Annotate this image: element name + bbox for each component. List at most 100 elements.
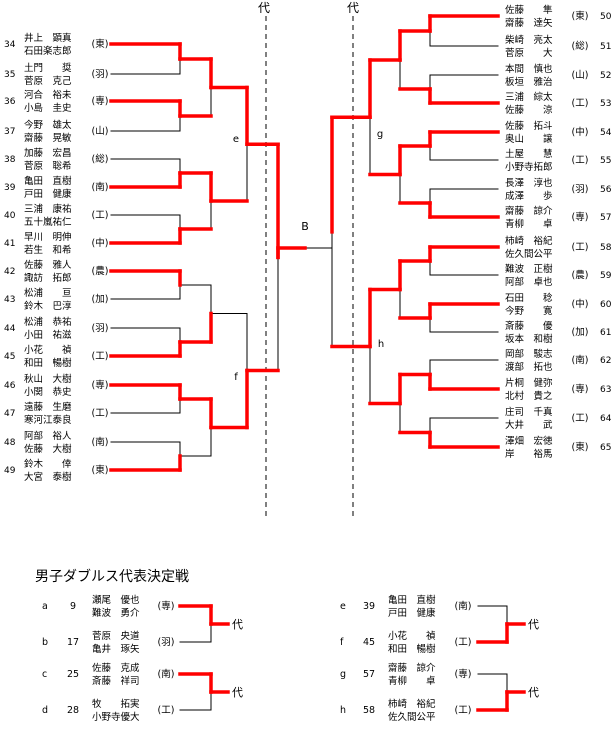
left-entry-player1: 小花 禎	[24, 344, 72, 356]
right-entry-player1: 土屋 慧	[505, 148, 553, 160]
right-entry-player1: 三浦 綜太	[505, 91, 553, 103]
left-playoff-player2: 難波 勇介	[92, 607, 140, 619]
left-entry-player2: 佐藤 大樹	[24, 443, 72, 455]
right-entry-school: (工)	[572, 98, 589, 109]
right-entry-player1: 難波 正樹	[505, 263, 553, 275]
right-entry-school: (専)	[572, 211, 589, 223]
right-entry-number: 59	[600, 271, 612, 281]
semifinal-e-label: e	[233, 134, 239, 145]
left-divider-label: 代	[258, 1, 270, 15]
right-entry-player2: 成澤 歩	[505, 190, 553, 202]
left-playoff-player1: 瀬尾 優也	[92, 594, 140, 606]
left-playoff-player1: 佐藤 克成	[92, 662, 140, 674]
left-playoff-result-label: 代	[232, 618, 243, 631]
right-playoff-letter: g	[340, 669, 346, 680]
left-entry-player2: 若生 和希	[24, 244, 72, 256]
right-entry-number: 62	[600, 356, 611, 366]
right-entry-player1: 齋藤 諒介	[505, 205, 553, 217]
left-entry-school: (専)	[92, 379, 109, 391]
left-entry-player1: 土門 奨	[24, 62, 72, 74]
right-entry-number: 55	[600, 156, 611, 166]
right-entry-player1: 斎藤 優	[505, 320, 553, 332]
left-playoff-school: (専)	[158, 600, 175, 612]
right-playoff-player1: 齋藤 諒介	[388, 662, 436, 674]
left-playoff-number: 9	[70, 601, 76, 612]
right-playoff-player2: 和田 暢樹	[388, 643, 436, 655]
right-entry-school: (東)	[572, 441, 589, 453]
right-entry-school: (加)	[572, 327, 589, 338]
right-playoff-result-label: 代	[528, 686, 539, 699]
right-entry-player2: 青柳 卓	[505, 218, 553, 230]
bracket-lines-won	[109, 14, 526, 712]
left-entry-player2: 齋藤 晃敏	[24, 132, 72, 144]
left-entry-player2: 諏訪 拓郎	[24, 272, 72, 284]
left-entry-player1: 亀田 直樹	[24, 175, 72, 187]
right-entry-player1: 岡部 駿志	[505, 348, 553, 360]
left-playoff-school: (羽)	[158, 637, 175, 648]
left-entry-player2: 五十嵐祐仁	[24, 216, 72, 228]
left-entry-player2: 小島 圭史	[24, 102, 72, 114]
left-entry-number: 47	[4, 409, 15, 419]
left-playoff-player2: 斎藤 祥司	[92, 675, 140, 687]
left-entry-player1: 鈴木 倖	[24, 458, 72, 470]
right-entry-number: 57	[600, 213, 611, 223]
right-entry-player2: 佐藤 涼	[505, 104, 553, 116]
right-entry-school: (専)	[572, 383, 589, 395]
right-entry-player1: 片桐 健弥	[505, 377, 553, 389]
left-entry-player2: 和田 暢樹	[24, 357, 72, 369]
left-playoff-number: 25	[67, 669, 79, 680]
left-playoff-letter: a	[42, 601, 48, 612]
left-entry-school: (南)	[92, 436, 109, 448]
left-entry-player2: 小田 祐滋	[24, 329, 72, 341]
right-entry-player2: 坂本 和樹	[505, 333, 553, 345]
right-entry-player1: 澤畑 宏徳	[505, 435, 553, 447]
left-entry-number: 36	[4, 97, 16, 107]
left-entry-number: 48	[4, 438, 16, 448]
right-entry-player1: 本間 慎也	[505, 63, 553, 75]
left-entry-player1: 加藤 宏昌	[24, 147, 72, 159]
right-playoff-school: (専)	[455, 668, 472, 680]
right-entry-player2: 板垣 雅治	[505, 76, 553, 88]
left-entry-player2: 大宮 泰樹	[24, 471, 72, 483]
left-playoff-school: (南)	[158, 668, 175, 680]
right-playoff-letter: e	[340, 601, 346, 612]
left-entry-number: 34	[4, 40, 16, 50]
right-entry-player1: 佐藤 隼	[505, 4, 553, 16]
left-playoff-letter: d	[42, 705, 48, 716]
left-entry-player1: 今野 雄太	[24, 119, 72, 131]
left-entry-school: (加)	[92, 294, 109, 305]
right-entry-player1: 庄司 千真	[505, 406, 553, 418]
left-playoff-school: (工)	[158, 705, 175, 716]
left-playoff-player2: 小野寺優大	[92, 711, 140, 723]
left-entry-school: (工)	[92, 408, 109, 419]
left-playoff-player1: 菅原 央道	[92, 630, 140, 642]
left-entry-player1: 井上 顕真	[24, 32, 72, 44]
right-entry-school: (羽)	[572, 184, 589, 195]
right-entry-number: 52	[600, 71, 611, 81]
left-entry-player2: 小関 恭史	[24, 386, 72, 398]
right-entry-number: 63	[600, 385, 611, 395]
right-playoff-player2: 佐久間公平	[388, 711, 436, 723]
right-entry-school: (総)	[572, 40, 589, 52]
right-entry-number: 51	[600, 42, 611, 52]
left-entry-player1: 遠藤 生磨	[24, 401, 72, 413]
right-entry-number: 65	[600, 443, 611, 453]
left-entry-number: 45	[4, 352, 15, 362]
left-entry-school: (羽)	[92, 69, 109, 80]
left-entry-school: (総)	[92, 153, 109, 165]
right-entry-number: 64	[600, 414, 612, 424]
left-entry-player1: 秋山 大樹	[24, 373, 72, 385]
right-entry-school: (工)	[572, 155, 589, 166]
right-entry-number: 61	[600, 328, 611, 338]
right-playoff-number: 45	[363, 637, 375, 648]
right-playoff-school: (工)	[455, 705, 472, 716]
left-playoff-number: 17	[67, 637, 79, 648]
right-entry-player2: 菅原 大	[505, 47, 553, 59]
left-playoff-number: 28	[67, 705, 79, 716]
left-entry-player1: 河合 裕未	[24, 89, 72, 101]
right-divider-label: 代	[347, 1, 359, 15]
left-entry-school: (山)	[92, 126, 109, 137]
right-entry-player1: 石田 稔	[505, 292, 553, 304]
right-playoff-number: 39	[363, 601, 375, 612]
